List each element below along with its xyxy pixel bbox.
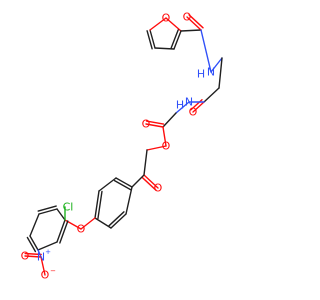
atom-label-chlorine: Cl: [63, 201, 74, 214]
bond-c5-oesc: [145, 123, 164, 128]
bond-b3-b4-second: [26, 236, 37, 253]
bond-ring-a6-a1: [115, 177, 133, 188]
bond-ring-a6-a1-second: [113, 179, 132, 191]
bond-c2-c3: [203, 87, 220, 103]
bond-c5-oesc-second: [145, 120, 165, 125]
bond-b5-b6-second: [37, 205, 57, 212]
bond-c3-ogly: [192, 101, 205, 113]
bond-n2-c4: [175, 101, 190, 114]
atom-label-nitro-n: N: [37, 251, 45, 264]
bond-n1-c1: [210, 57, 223, 73]
atom-label-nh-glycine-h: H: [176, 99, 184, 112]
bond-b6-b1: [56, 208, 66, 221]
bond-b1-b2-second: [59, 220, 69, 244]
bond-furan-c5-o: [149, 17, 167, 31]
bond-furan-c4-c5-second: [146, 30, 153, 50]
atom-label-nitro-o-double: O: [21, 250, 30, 263]
bond-ring-a3-a4: [94, 217, 112, 229]
bond-nitro-o2: [40, 256, 46, 276]
bond-b3-nitro: [37, 249, 42, 258]
atom-label-nh-furan-amide-h: H: [197, 68, 205, 81]
bond-amide-c-o: [186, 16, 202, 31]
atom-label-o-furan: O: [162, 12, 171, 25]
bond-b2-b3: [37, 241, 58, 251]
bond-c7-ring: [131, 174, 145, 188]
atom-label-o-ester-carbonyl: O: [142, 118, 151, 131]
bond-amide-c-n: [200, 29, 212, 73]
bond-ring-a2-a3-second: [108, 211, 125, 227]
atom-label-nitro-o-minus: O: [41, 269, 50, 282]
charge-nitro-n: +: [45, 248, 51, 256]
bond-ring-a4-oeth: [80, 217, 96, 230]
atom-label-o-ester: O: [162, 140, 171, 153]
atom-label-nh-glycine: N: [185, 96, 193, 109]
bond-furan-c2-c3-second: [170, 29, 179, 49]
bond-ring-a5-a6: [98, 177, 117, 192]
bond-nitro-o1: [24, 255, 42, 258]
bond-b5-b6: [38, 208, 58, 215]
bond-oes-c6: [146, 145, 167, 151]
bond-b3-b4: [29, 235, 39, 251]
bond-furan-c3-c4: [154, 47, 175, 50]
bond-ring-a4-a5: [94, 190, 100, 219]
bond-ring-a2-a3: [110, 213, 127, 229]
atom-label-o-ketone: O: [154, 182, 163, 195]
bond-c4-c5: [162, 112, 177, 128]
atom-label-o-ether: O: [77, 223, 86, 236]
bond-c6-c7: [143, 149, 148, 176]
bond-ring-a1-a2: [125, 186, 133, 215]
atom-label-nh-furan-amide: N: [207, 66, 215, 79]
bond-b1-b2: [56, 219, 66, 243]
bond-furan-c2-amide: [180, 29, 202, 32]
atom-label-o-glycine-amide: O: [189, 106, 198, 119]
bond-c7-oket: [143, 174, 159, 189]
bond-layer: [24, 14, 223, 276]
bond-c1-c2: [218, 57, 223, 89]
atom-label-o-furan-amide: O: [183, 11, 192, 24]
bond-furan-o-c2: [165, 17, 182, 32]
bond-amide-c-o-second: [188, 14, 204, 29]
charge-nitro-o: −: [50, 267, 56, 275]
bond-furan-c4-c5: [149, 29, 156, 49]
bond-nitro-o1-second: [24, 252, 42, 256]
bond-c7-oket-second: [141, 176, 157, 191]
bond-b4-b5: [29, 213, 40, 237]
bond-c5-oes: [162, 126, 167, 147]
bond-furan-c2-c3: [173, 30, 182, 50]
bond-ring-a4-a5-second: [97, 190, 103, 220]
